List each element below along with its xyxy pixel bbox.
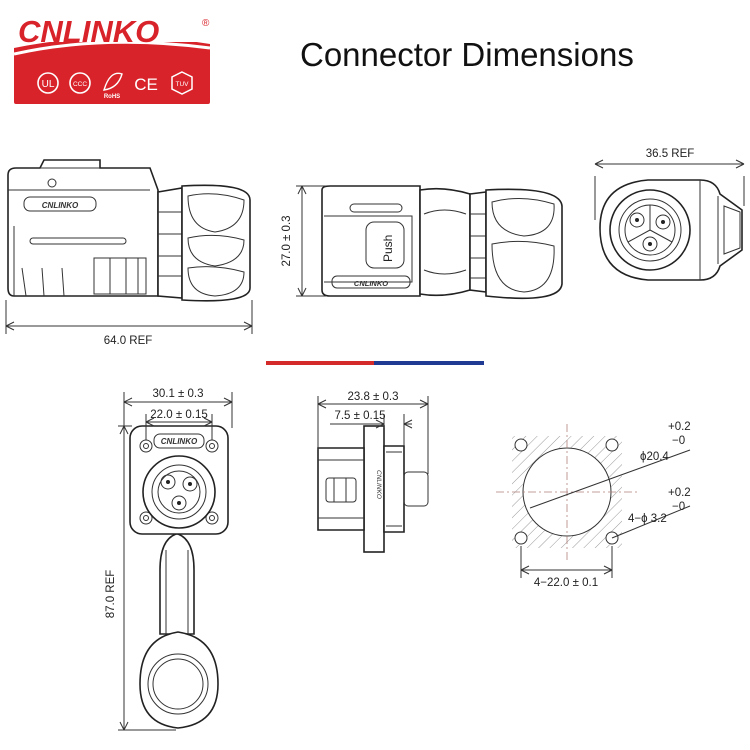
cert-ul: UL (42, 79, 55, 90)
cert-rohs: RoHS (104, 94, 120, 100)
brand-logo: CNLINKO ® UL CCC RoHS CE TUV (13, 8, 214, 106)
dim-hole-spec: 4−ϕ 3.2 (628, 513, 667, 525)
divider-red (266, 361, 374, 365)
plug-side-view: CNLINKO 64.0 REF (5, 159, 253, 347)
dim-hole-tol-lower: −0 (672, 501, 685, 513)
dim-flange-thickness: 7.5 ± 0.15 (334, 410, 385, 422)
dim-hole-spacing: 22.0 ± 0.15 (150, 409, 207, 421)
registered-mark: ® (202, 18, 210, 29)
dim-cutout-tol-upper: +0.2 (668, 421, 691, 433)
dim-socket-depth: 23.8 ± 0.3 (347, 391, 398, 403)
plug-face-view: 36.5 REF (594, 148, 745, 281)
page-title: Connector Dimensions (300, 36, 634, 73)
cert-tuv: TUV (176, 81, 190, 88)
dim-hole-pitch: 4−22.0 ± 0.1 (534, 577, 598, 589)
dim-cutout-diameter: ϕ20.4 (640, 451, 669, 463)
dim-plug-height: 27.0 ± 0.3 (281, 215, 293, 266)
dim-face-width: 36.5 REF (646, 148, 695, 160)
socket-front-view: CNLINKO 30.1 ± 0.3 22.0 ± 0.15 87.0 REF (105, 388, 233, 731)
cert-marks: UL CCC RoHS CE TUV (37, 71, 193, 100)
socket-logo: CNLINKO (161, 437, 198, 446)
plug-push-view: Push CNLINKO 27.0 ± 0.3 (281, 185, 563, 300)
dim-cutout-tol-lower: −0 (672, 435, 685, 447)
dim-side-length: 64.0 REF (104, 335, 153, 347)
push-label: Push (381, 235, 395, 262)
push-view-logo: CNLINKO (354, 279, 388, 288)
panel-cutout-view: ϕ20.4 +0.2 −0 4−ϕ 3.2 +0.2 −0 4−22.0 ± 0… (496, 421, 691, 589)
brand-logo-text: CNLINKO (18, 14, 159, 49)
dim-total-length: 87.0 REF (105, 570, 117, 619)
cert-ccc: CCC (73, 81, 87, 88)
dim-hole-tol-upper: +0.2 (668, 487, 691, 499)
socket-side-logo: CNLINKO (375, 470, 382, 499)
dim-flange-width: 30.1 ± 0.3 (152, 388, 203, 400)
cert-ce: CE (134, 75, 158, 94)
socket-side-view: CNLINKO 23.8 ± 0.3 7.5 ± 0.15 (317, 391, 429, 553)
divider-blue (374, 361, 484, 365)
side-view-logo: CNLINKO (42, 201, 79, 210)
